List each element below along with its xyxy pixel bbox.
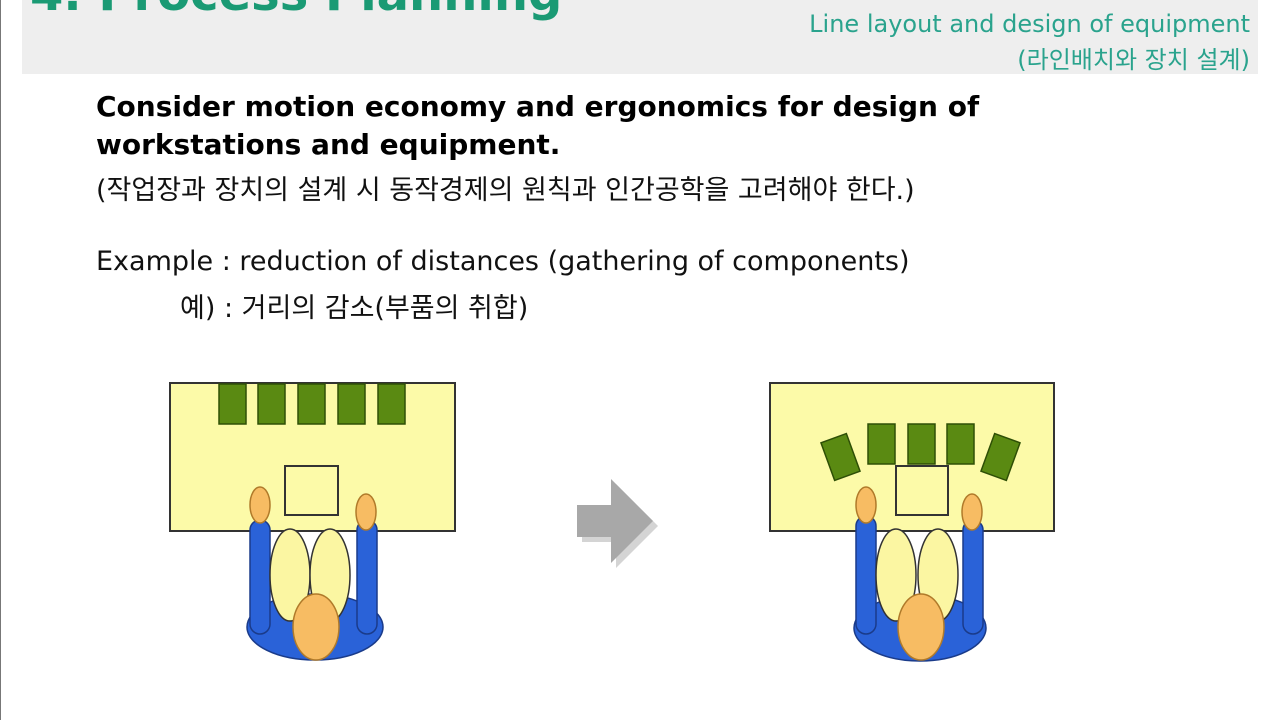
worker-figure xyxy=(853,486,987,662)
left-edge-line xyxy=(0,0,1,720)
worker-left-hand xyxy=(249,486,271,524)
worker-right-hand xyxy=(355,493,377,531)
worker-left-arm xyxy=(855,515,877,635)
worker-right-arm xyxy=(962,519,984,635)
section-subtitle-korean: (라인배치와 장치 설계) xyxy=(1017,46,1250,74)
worker-left-hand xyxy=(855,486,877,524)
slide-header: 4. Process Planning Line layout and desi… xyxy=(22,0,1258,74)
example-english: Example : reduction of distances (gather… xyxy=(96,246,910,277)
worker-right-arm xyxy=(356,519,378,635)
worker-head xyxy=(897,593,945,661)
component-bin xyxy=(337,383,366,425)
component-bin xyxy=(980,432,1021,482)
slide-title: 4. Process Planning xyxy=(30,0,562,22)
before-layout xyxy=(169,382,456,661)
principle-english-line-2: workstations and equipment. xyxy=(96,128,561,161)
assembly-area xyxy=(284,465,339,516)
transition-arrow-icon xyxy=(577,479,658,568)
component-bin xyxy=(218,383,247,425)
component-bin xyxy=(820,432,861,482)
component-bin xyxy=(946,423,975,465)
component-bin xyxy=(297,383,326,425)
principle-korean: (작업장과 장치의 설계 시 동작경제의 원칙과 인간공학을 고려해야 한다.) xyxy=(96,175,915,206)
worker-right-hand xyxy=(961,493,983,531)
after-layout xyxy=(769,382,1055,662)
assembly-area xyxy=(895,465,949,516)
example-korean: 예) : 거리의 감소(부품의 취합) xyxy=(180,293,529,324)
component-bin xyxy=(867,423,896,465)
principle-english-line-1: Consider motion economy and ergonomics f… xyxy=(96,90,980,123)
worker-left-arm xyxy=(249,519,271,635)
section-subtitle-english: Line layout and design of equipment xyxy=(809,10,1250,38)
worker-left-reach-zone xyxy=(875,528,917,622)
worker-head xyxy=(292,593,340,661)
worker-figure xyxy=(246,486,384,661)
component-bin xyxy=(257,383,286,425)
component-bin xyxy=(377,383,406,425)
component-bin xyxy=(907,423,936,465)
